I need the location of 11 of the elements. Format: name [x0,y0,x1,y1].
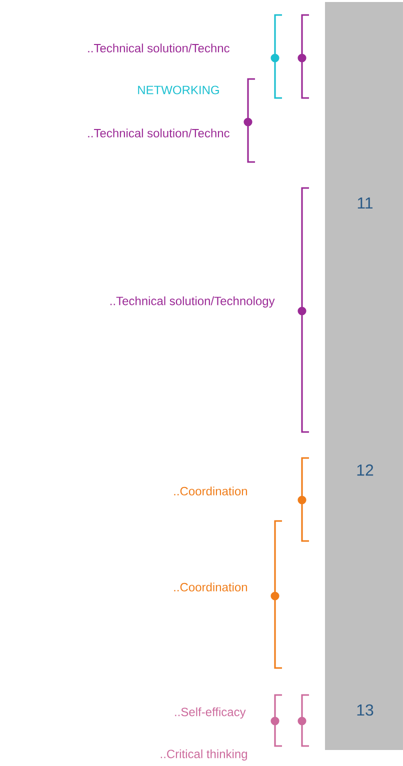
category-label: NETWORKING [138,86,219,94]
category-label: ..Coordination [174,486,247,496]
category-label: ..Technical solution/Technc [88,128,230,138]
category-label: ..Technical solution/Technology [110,296,275,308]
category-label: ..Critical thinking [160,749,247,761]
category-label: ..Coordination [174,582,247,592]
group-number: 13 [357,704,374,716]
category-label: ..Technical solution/Technc [88,44,230,52]
group-number: 11 [358,198,372,209]
group-number: 12 [357,464,374,476]
category-label: ..Self-efficacy [175,707,246,719]
